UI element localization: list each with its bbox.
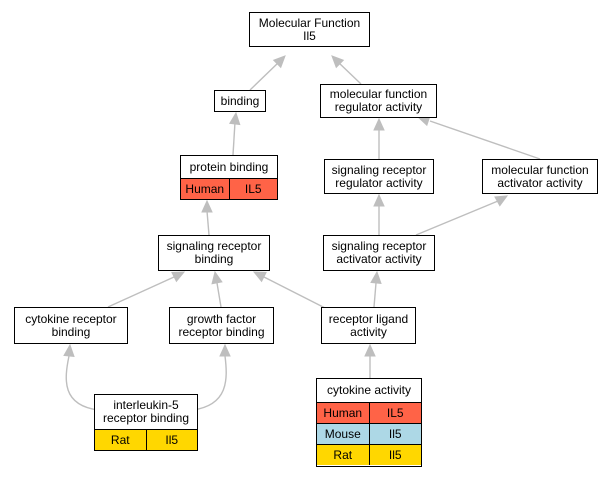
node-label: signaling receptor regulator activity (331, 162, 427, 190)
edge-sigactact-to-mfact (415, 200, 499, 236)
node-label: cytokine receptor binding (25, 311, 117, 339)
annotation-row: Human IL5 (317, 402, 421, 423)
species-cell: Rat (317, 445, 369, 465)
node-label: molecular function activator activity (491, 162, 589, 190)
node-receptor-ligand-activity[interactable]: receptor ligand activity (321, 307, 416, 344)
node-label: interleukin-5 receptor binding (102, 398, 190, 425)
edge-cytact-to-recligand-arrowhead (364, 343, 376, 357)
gene-cell: Il5 (145, 430, 197, 450)
node-molecular-function[interactable]: Molecular Function Il5 (249, 12, 370, 47)
node-signaling-receptor-binding[interactable]: signaling receptor binding (158, 235, 270, 271)
edge-recligand-to-sigactact-arrowhead (370, 270, 382, 284)
edge-sigactact-to-mfact-arrowhead (494, 195, 509, 207)
annotation-row: Mouse Il5 (317, 423, 421, 444)
edge-il5rec-to-gfrec (192, 355, 227, 411)
node-protein-binding[interactable]: protein binding Human IL5 (180, 155, 278, 200)
node-label: signaling receptor binding (166, 239, 262, 266)
edge-gfrec-to-sigrecbind (216, 282, 222, 308)
gene-cell: Il5 (368, 445, 421, 465)
node-cytokine-activity[interactable]: cytokine activity Human IL5 Mouse Il5 Ra… (316, 378, 422, 467)
edge-recligand-to-sigrecbind-arrowhead (252, 271, 267, 283)
edge-mfact-to-mfreg (429, 120, 541, 160)
node-label: Molecular Function Il5 (258, 15, 361, 43)
node-label: cytokine activity (326, 383, 412, 397)
annotation-row: Human IL5 (181, 178, 277, 199)
annotation-row: Rat Il5 (317, 444, 421, 465)
edge-recligand-to-sigrecbind (263, 276, 330, 311)
edge-mfreg-to-root-arrowhead (331, 55, 345, 69)
node-molecular-function-activator-activity[interactable]: molecular function activator activity (482, 159, 598, 194)
edge-protbind-to-binding (232, 121, 236, 156)
edge-protbind-to-binding-arrowhead (228, 111, 241, 126)
gene-cell: IL5 (368, 403, 421, 423)
edge-sigrecbind-to-protbind (206, 210, 210, 236)
annotation-row: Rat Il5 (95, 429, 197, 450)
edge-gfrec-to-sigrecbind-arrowhead (211, 270, 223, 285)
edge-sigactact-to-sigregact-arrowhead (373, 193, 385, 207)
edge-recligand-to-sigactact (373, 282, 377, 308)
species-cell: Human (181, 179, 229, 199)
edge-il5rec-to-cytrec (65, 355, 99, 411)
species-cell: Human (317, 403, 369, 423)
node-label: protein binding (189, 159, 269, 174)
node-signaling-receptor-activator-activity[interactable]: signaling receptor activator activity (323, 235, 435, 271)
edge-il5rec-to-gfrec-arrowhead (219, 343, 231, 357)
node-label: signaling receptor activator activity (331, 239, 427, 266)
edge-il5rec-to-cytrec-arrowhead (63, 343, 75, 357)
node-binding[interactable]: binding (214, 90, 266, 112)
node-label: molecular function regulator activity (329, 87, 428, 114)
edge-binding-to-root (249, 61, 280, 91)
node-label: growth factor receptor binding (178, 311, 265, 339)
node-growth-factor-receptor-binding[interactable]: growth factor receptor binding (169, 307, 274, 344)
node-label: binding (220, 93, 260, 108)
species-cell: Mouse (317, 424, 369, 444)
node-signaling-receptor-regulator-activity[interactable]: signaling receptor regulator activity (324, 159, 434, 194)
node-molecular-function-regulator-activity[interactable]: molecular function regulator activity (320, 84, 437, 118)
edge-binding-to-root-arrowhead (272, 55, 286, 69)
edge-cytrec-to-sigrecbind (107, 276, 175, 308)
edge-mfreg-to-root (337, 61, 362, 85)
node-label: receptor ligand activity (328, 311, 409, 339)
edge-sigregact-to-mfreg-arrowhead (373, 117, 385, 131)
species-cell: Rat (95, 430, 146, 450)
node-interleukin-5-receptor-binding[interactable]: interleukin-5 receptor binding Rat Il5 (94, 394, 198, 451)
gene-cell: Il5 (368, 424, 421, 444)
edge-cytrec-to-sigrecbind-arrowhead (171, 271, 186, 283)
gene-cell: IL5 (228, 179, 277, 199)
edge-sigrecbind-to-protbind-arrowhead (201, 199, 213, 213)
node-cytokine-receptor-binding[interactable]: cytokine receptor binding (14, 307, 128, 344)
